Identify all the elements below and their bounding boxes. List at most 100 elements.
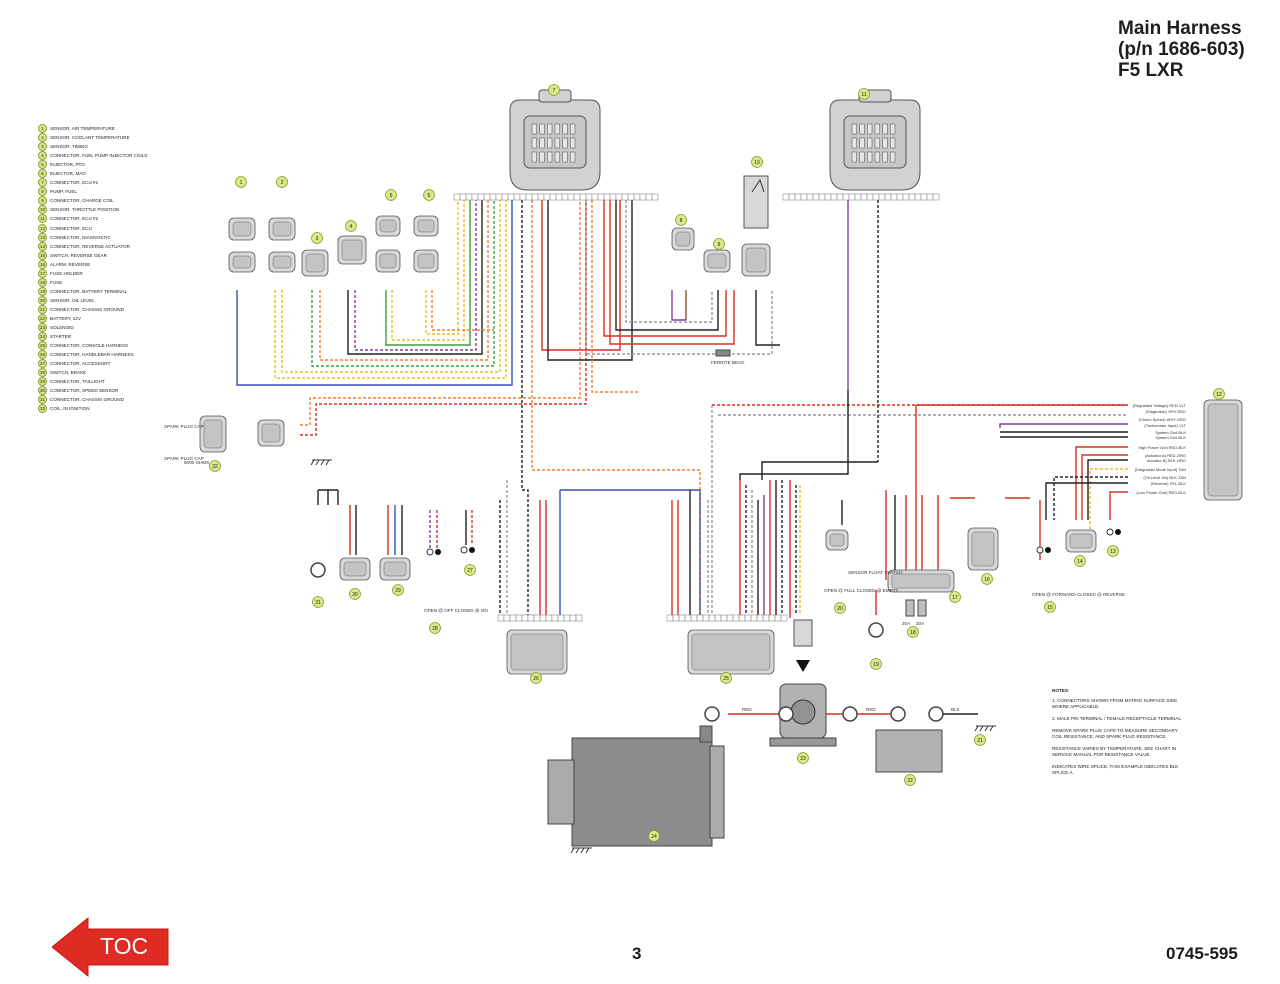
ecu12-pin-label: (Diagnostic Mode Input) TAN — [1135, 467, 1186, 472]
solenoid-ring-terminal-a — [778, 706, 794, 722]
handlebar-connector — [506, 629, 568, 675]
speed-sensor-connector — [339, 557, 371, 581]
callout-number: 22 — [907, 778, 913, 784]
connector-pin — [539, 123, 545, 135]
pin-cell — [527, 614, 535, 622]
pin-cell — [714, 614, 722, 622]
connector-pin — [890, 123, 896, 135]
fuse-b-label: 20A — [916, 621, 925, 626]
pin-cell — [545, 614, 553, 622]
callout-badge — [974, 734, 986, 746]
pin-cell — [471, 193, 479, 201]
mag-injector-connector — [413, 249, 439, 273]
timing-sensor-connector — [301, 249, 329, 277]
starter-ground-icon — [570, 847, 592, 854]
pin-cell — [780, 614, 788, 622]
ground-tick — [325, 459, 330, 466]
small-connector-face — [971, 531, 995, 567]
wire — [385, 200, 471, 346]
ground-tick — [585, 847, 590, 854]
pin-cell — [519, 193, 527, 201]
wire — [615, 200, 719, 331]
down-arrow-icon — [796, 660, 810, 672]
notes-title: NOTES: — [1052, 688, 1070, 693]
connector-pin — [539, 151, 545, 163]
switch-dot — [1115, 529, 1121, 535]
small-connector-face — [891, 573, 951, 589]
legend-label: CONNECTOR, CHARGE COIL — [50, 198, 114, 204]
air-temp-sensor-socket — [228, 251, 256, 273]
accessory-connector — [460, 546, 475, 554]
note-4: RESISTANCE VARIES BY TEMPERATURE, SEE CH… — [1052, 746, 1177, 757]
small-connector-face — [343, 561, 367, 577]
taillight-connector — [379, 557, 411, 581]
tps-arrow-icon — [751, 178, 765, 193]
legend-label: SENSOR, OIL LEVEL — [50, 297, 95, 303]
callout-4: 4 — [345, 220, 357, 232]
connector-pin — [531, 123, 537, 135]
doc-number: 0745-595 — [1166, 944, 1238, 963]
callout-badge — [713, 238, 725, 250]
pin-cell — [762, 614, 770, 622]
wire — [547, 200, 633, 361]
brake-switch — [426, 548, 441, 556]
pin-cell — [531, 193, 539, 201]
connector-pin — [874, 123, 880, 135]
pin-cell — [563, 614, 571, 622]
ignition-coil-connector — [257, 419, 285, 447]
battery — [875, 729, 943, 773]
toc-button[interactable]: TOC — [52, 916, 170, 978]
battery-terminal-ring — [868, 622, 884, 638]
legend-number: 6 — [38, 169, 47, 179]
pin-cell — [774, 614, 782, 622]
callout-number: 12 — [1216, 392, 1222, 398]
ring-terminal — [868, 622, 884, 638]
chassis-ground-ring — [310, 562, 326, 578]
legend-label: CONNECTOR, ACCESSORY — [50, 361, 111, 367]
wire — [739, 390, 849, 480]
connector-pin — [867, 123, 873, 135]
callout-badge — [858, 88, 870, 100]
callout-23: 23 — [797, 752, 809, 764]
callout-12: 12 — [1213, 388, 1225, 400]
note-1: 1. CONNECTORS SHOWN FROM MATING SURFACE … — [1052, 698, 1178, 709]
callout-badge — [797, 752, 809, 764]
ecu1-pin-strip — [453, 193, 659, 201]
pin-cell — [557, 614, 565, 622]
pin-cell — [633, 193, 641, 201]
pin-cell — [555, 193, 563, 201]
ecu12-pin-label: (Reverse) YEL-BLK — [1151, 481, 1186, 486]
pin-cell — [627, 193, 635, 201]
pin-cell — [854, 193, 862, 201]
pto-injector-top — [375, 215, 401, 237]
connector-pin — [851, 123, 857, 135]
connector-pin — [851, 137, 857, 149]
ground-tick — [984, 725, 989, 732]
pin-cell — [507, 193, 515, 201]
ground-cable-label: BLK — [951, 707, 961, 712]
legend-number: 18 — [38, 277, 47, 287]
legend-label: CONNECTOR, SPEED SENSOR — [50, 388, 119, 394]
wire — [1045, 482, 1128, 520]
legend-number: 20 — [38, 295, 47, 305]
oil-sensor-label: SENSOR FLOAT SWITCH — [848, 570, 902, 575]
legend-label: SENSOR, TIMING — [50, 144, 88, 150]
callout-badge — [904, 774, 916, 786]
callout-28: 28 — [429, 622, 441, 634]
wire — [347, 200, 483, 355]
reverse-switch-label: OPEN @ FORWARD CLOSED @ REVERSE — [1032, 592, 1125, 597]
legend-label: ALARM, REVERSE — [50, 261, 91, 267]
wire — [1109, 491, 1128, 520]
ecu12-pin-label: (Actuator A) RED-ORG — [1145, 453, 1186, 458]
battery-neg-ring — [928, 706, 944, 722]
tps-connector — [741, 243, 771, 277]
ground-tick — [315, 459, 320, 466]
ecu12-pin-label: (Diagnostic) GRY-RED — [1146, 409, 1187, 414]
callout-badge — [648, 830, 660, 842]
pin-cell — [836, 193, 844, 201]
